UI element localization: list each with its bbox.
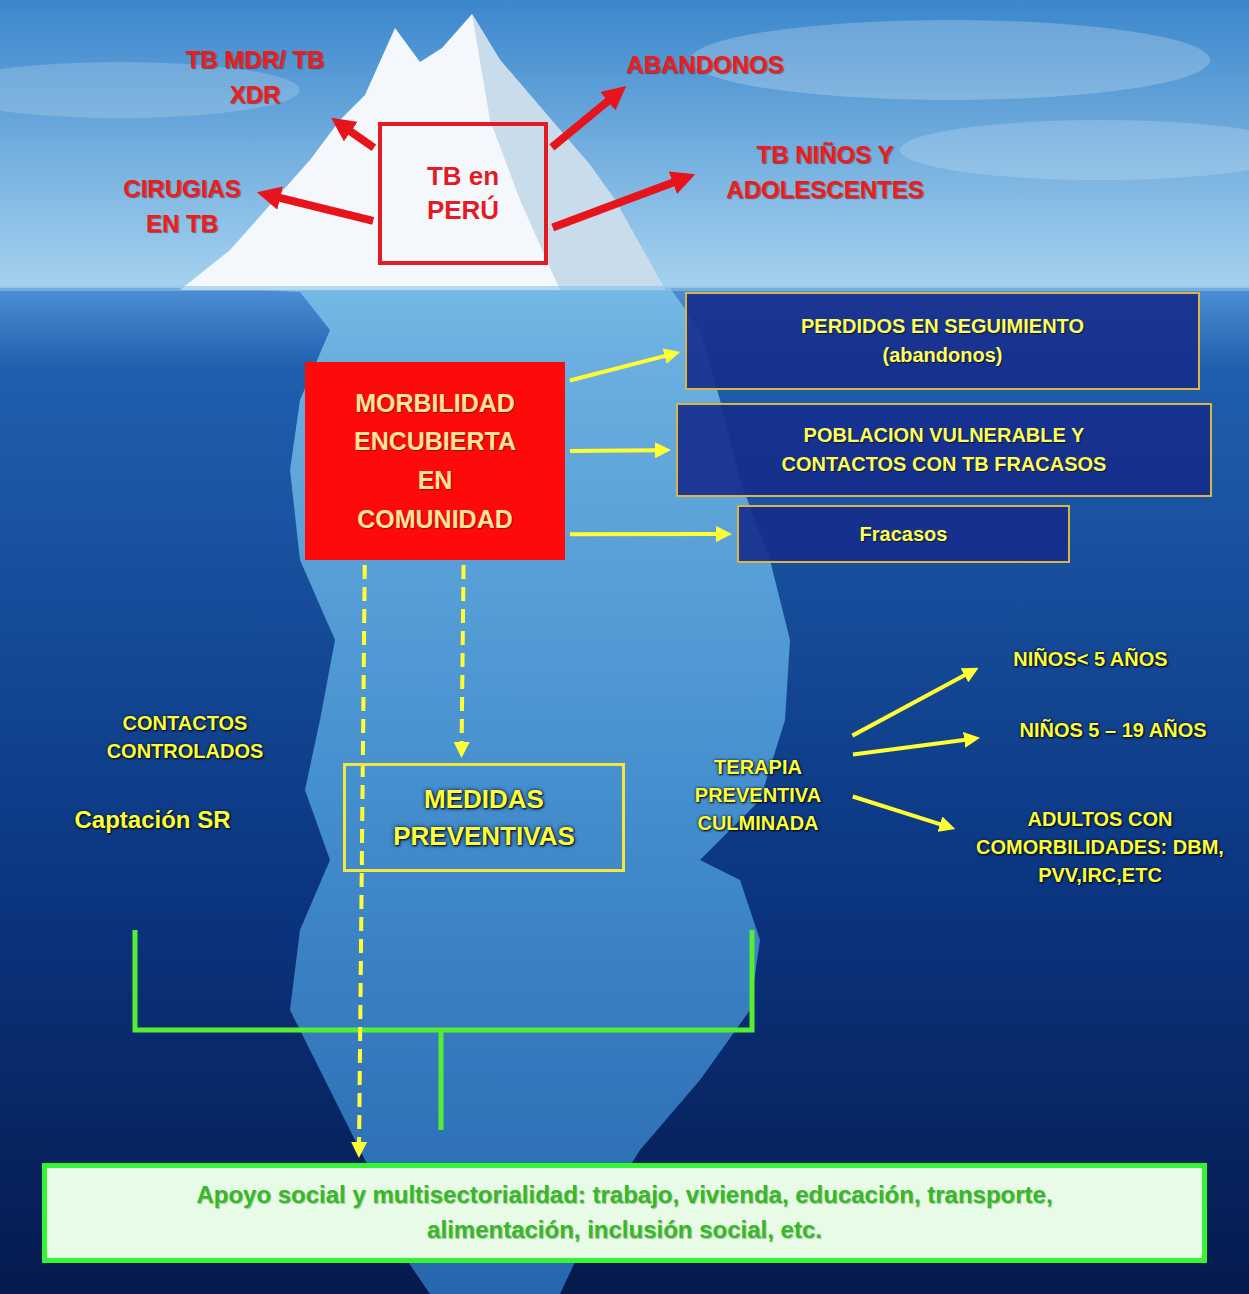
arrow-connector bbox=[570, 448, 657, 453]
yellow-label: NIÑOS< 5 AÑOS bbox=[983, 643, 1198, 675]
node-text: ABANDONOS bbox=[626, 48, 783, 83]
node-text: TB en PERÚ bbox=[408, 160, 518, 228]
red-callout-label: ABANDONOS bbox=[598, 48, 812, 83]
arrow-connector bbox=[359, 565, 365, 1144]
yellow-label: TERAPIA PREVENTIVA CULMINADA bbox=[668, 738, 848, 852]
node-text: POBLACION VULNERABLE Y CONTACTOS CON TB … bbox=[744, 421, 1144, 479]
red-callout-label: TB MDR/ TB XDR bbox=[165, 40, 345, 115]
node-text: TB NIÑOS Y ADOLESCENTES bbox=[700, 138, 950, 208]
support-box: Apoyo social y multisectorialidad: traba… bbox=[42, 1163, 1207, 1263]
node-text: MEDIDAS PREVENTIVAS bbox=[354, 781, 614, 854]
arrow-connector bbox=[570, 356, 666, 381]
node-text: CONTACTOS CONTROLADOS bbox=[75, 709, 295, 765]
node-text: NIÑOS< 5 AÑOS bbox=[1013, 645, 1167, 673]
arrow-connector bbox=[553, 182, 675, 228]
node-text: PERDIDOS EN SEGUIMIENTO (abandonos) bbox=[773, 312, 1113, 370]
yellow-label: ADULTOS CON COMORBILIDADES: DBM, PVV,IRC… bbox=[960, 793, 1240, 900]
info-box: PERDIDOS EN SEGUIMIENTO (abandonos) bbox=[685, 292, 1200, 390]
arrow-connector bbox=[853, 797, 942, 825]
node-text: TB MDR/ TB XDR bbox=[165, 43, 345, 113]
node-text: CIRUGIAS EN TB bbox=[112, 172, 252, 242]
sea bbox=[0, 288, 1249, 1294]
yellow-label: Captación SR bbox=[60, 800, 245, 840]
red-callout-label: TB NIÑOS Y ADOLESCENTES bbox=[700, 135, 950, 210]
arrow-connector bbox=[349, 130, 374, 148]
arrow-connector bbox=[552, 100, 610, 148]
node-text: TERAPIA PREVENTIVA CULMINADA bbox=[668, 753, 848, 837]
node-text: Apoyo social y multisectorialidad: traba… bbox=[155, 1178, 1095, 1248]
outlined-box: MEDIDAS PREVENTIVAS bbox=[343, 763, 625, 872]
cloud bbox=[900, 120, 1249, 180]
arrow-connector bbox=[462, 565, 464, 744]
node-text: Captación SR bbox=[74, 803, 230, 837]
arrow-connector bbox=[570, 532, 718, 536]
outlined-box: TB en PERÚ bbox=[378, 122, 548, 265]
node-text: Fracasos bbox=[860, 520, 948, 549]
red-callout-label: CIRUGIAS EN TB bbox=[112, 168, 252, 245]
green-bracket bbox=[135, 930, 752, 1130]
node-text: ADULTOS CON COMORBILIDADES: DBM, PVV,IRC… bbox=[975, 805, 1225, 889]
arrow-connector bbox=[852, 675, 966, 736]
waterline bbox=[0, 286, 1249, 291]
yellow-label: CONTACTOS CONTROLADOS bbox=[75, 702, 295, 772]
arrow-connector bbox=[853, 740, 966, 755]
node-text: NIÑOS 5 – 19 AÑOS bbox=[1019, 716, 1206, 744]
yellow-label: NIÑOS 5 – 19 AÑOS bbox=[985, 712, 1241, 748]
filled-box: MORBILIDAD ENCUBIERTA EN COMUNIDAD bbox=[305, 362, 565, 560]
node-text: MORBILIDAD ENCUBIERTA EN COMUNIDAD bbox=[340, 384, 530, 539]
arrow-connector bbox=[278, 197, 373, 220]
info-box: Fracasos bbox=[737, 505, 1070, 563]
info-box: POBLACION VULNERABLE Y CONTACTOS CON TB … bbox=[676, 403, 1212, 497]
